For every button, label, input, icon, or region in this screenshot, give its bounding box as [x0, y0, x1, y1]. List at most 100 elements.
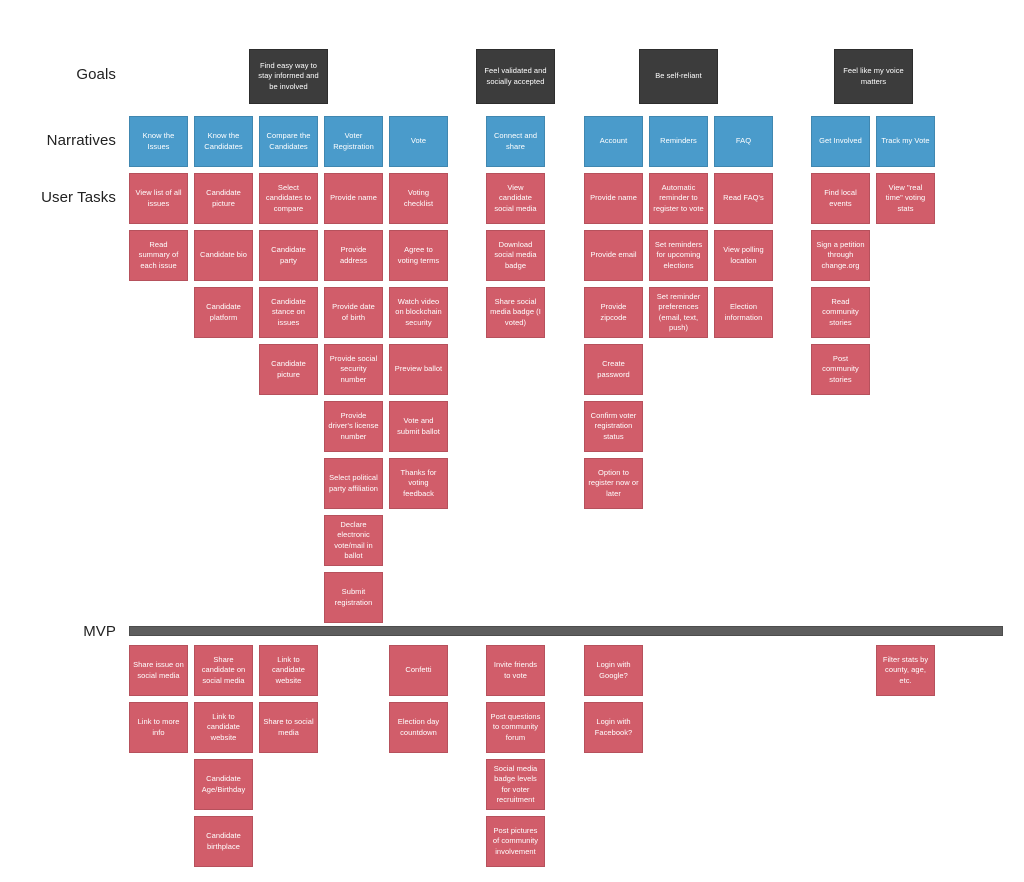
user-task-card[interactable]: Download social media badge	[486, 230, 545, 281]
narrative-card[interactable]: Reminders	[649, 116, 708, 167]
user-task-card-label: Read community stories	[822, 296, 859, 327]
user-task-card-label: Select political party affiliation	[328, 473, 379, 493]
mvp-task-card[interactable]: Confetti	[389, 645, 448, 696]
user-task-card[interactable]: Provide date of birth	[324, 287, 383, 338]
user-task-card[interactable]: Provide name	[584, 173, 643, 224]
user-task-card[interactable]: Thanks for voting feedback	[389, 458, 448, 509]
user-task-card-label: Candidate platform	[206, 302, 241, 322]
user-task-card[interactable]: Provide email	[584, 230, 643, 281]
user-task-card[interactable]: Find local events	[811, 173, 870, 224]
mvp-task-card[interactable]: Link to more info	[129, 702, 188, 753]
user-task-card[interactable]: Agree to voting terms	[389, 230, 448, 281]
mvp-task-card[interactable]: Login with Facebook?	[584, 702, 643, 753]
mvp-task-card-label: Confetti	[405, 665, 432, 675]
user-task-card[interactable]: Provide social security number	[324, 344, 383, 395]
mvp-task-card[interactable]: Filter stats by county, age, etc.	[876, 645, 935, 696]
mvp-task-card[interactable]: Share to social media	[259, 702, 318, 753]
user-task-card[interactable]: Provide driver's license number	[324, 401, 383, 452]
user-task-card[interactable]: Preview ballot	[389, 344, 448, 395]
mvp-task-card-label: Election day countdown	[397, 717, 440, 737]
user-task-card[interactable]: Provide address	[324, 230, 383, 281]
user-task-card[interactable]: Set reminders for upcoming elections	[649, 230, 708, 281]
user-task-card[interactable]: Set reminder preferences (email, text, p…	[649, 287, 708, 338]
mvp-task-card[interactable]: Social media badge levels for voter recr…	[486, 759, 545, 810]
user-task-card-label: Declare electronic vote/mail in ballot	[334, 519, 373, 561]
user-task-card[interactable]: Candidate picture	[259, 344, 318, 395]
narrative-card[interactable]: Compare the Candidates	[259, 116, 318, 167]
user-task-card[interactable]: Candidate stance on issues	[259, 287, 318, 338]
goal-card[interactable]: Be self-reliant	[639, 49, 718, 104]
narrative-card[interactable]: Know the Candidates	[194, 116, 253, 167]
mvp-task-card[interactable]: Login with Google?	[584, 645, 643, 696]
mvp-task-card-label: Link to more info	[137, 717, 180, 737]
user-task-card[interactable]: Voting checklist	[389, 173, 448, 224]
mvp-task-card[interactable]: Candidate Age/Birthday	[194, 759, 253, 810]
narrative-card[interactable]: Track my Vote	[876, 116, 935, 167]
user-task-card[interactable]: Create password	[584, 344, 643, 395]
narrative-card[interactable]: Connect and share	[486, 116, 545, 167]
user-task-card[interactable]: Candidate platform	[194, 287, 253, 338]
mvp-divider-bar	[129, 626, 1003, 636]
goal-card[interactable]: Find easy way to stay informed and be in…	[249, 49, 328, 104]
user-task-card[interactable]: Automatic reminder to register to vote	[649, 173, 708, 224]
user-task-card[interactable]: Watch video on blockchain security	[389, 287, 448, 338]
mvp-task-card[interactable]: Post questions to community forum	[486, 702, 545, 753]
user-task-card[interactable]: Candidate picture	[194, 173, 253, 224]
narrative-card[interactable]: Know the Issues	[129, 116, 188, 167]
user-task-card[interactable]: Candidate bio	[194, 230, 253, 281]
user-task-card[interactable]: View polling location	[714, 230, 773, 281]
user-task-card[interactable]: View candidate social media	[486, 173, 545, 224]
goal-card-label: Be self-reliant	[655, 71, 702, 81]
user-task-card[interactable]: Submit registration	[324, 572, 383, 623]
user-task-card[interactable]: Candidate party	[259, 230, 318, 281]
user-task-card-label: Find local events	[824, 188, 857, 208]
user-task-card[interactable]: Declare electronic vote/mail in ballot	[324, 515, 383, 566]
user-task-card[interactable]: Read community stories	[811, 287, 870, 338]
narrative-card-label: Know the Candidates	[204, 131, 243, 151]
narrative-card[interactable]: FAQ	[714, 116, 773, 167]
user-task-card[interactable]: View "real time" voting stats	[876, 173, 935, 224]
user-task-card[interactable]: Option to register now or later	[584, 458, 643, 509]
user-task-card-label: Sign a petition through change.org	[816, 239, 865, 270]
user-task-card-label: Read summary of each issue	[138, 239, 179, 270]
user-task-card[interactable]: Read summary of each issue	[129, 230, 188, 281]
narrative-card-label: Voter Registration	[333, 131, 374, 151]
mvp-task-card[interactable]: Link to candidate website	[259, 645, 318, 696]
mvp-task-card[interactable]: Link to candidate website	[194, 702, 253, 753]
mvp-task-card-label: Share issue on social media	[133, 660, 184, 680]
mvp-task-card[interactable]: Share candidate on social media	[194, 645, 253, 696]
narrative-card-label: Know the Issues	[142, 131, 175, 151]
narrative-card-label: FAQ	[735, 136, 752, 146]
user-task-card[interactable]: Sign a petition through change.org	[811, 230, 870, 281]
narrative-card[interactable]: Account	[584, 116, 643, 167]
narrative-card[interactable]: Get Involved	[811, 116, 870, 167]
goal-card-label: Feel validated and socially accepted	[484, 66, 547, 86]
user-task-card[interactable]: Select political party affiliation	[324, 458, 383, 509]
user-task-card-label: Automatic reminder to register to vote	[653, 182, 704, 213]
narrative-card[interactable]: Voter Registration	[324, 116, 383, 167]
user-task-card[interactable]: Election information	[714, 287, 773, 338]
user-task-card[interactable]: Provide name	[324, 173, 383, 224]
user-task-card[interactable]: Share social media badge (I voted)	[486, 287, 545, 338]
user-task-card[interactable]: Vote and submit ballot	[389, 401, 448, 452]
user-task-card[interactable]: Post community stories	[811, 344, 870, 395]
user-task-card[interactable]: View list of all issues	[129, 173, 188, 224]
goal-card[interactable]: Feel validated and socially accepted	[476, 49, 555, 104]
user-task-card[interactable]: Confirm voter registration status	[584, 401, 643, 452]
narrative-card[interactable]: Vote	[389, 116, 448, 167]
mvp-task-card[interactable]: Election day countdown	[389, 702, 448, 753]
mvp-task-card[interactable]: Candidate birthplace	[194, 816, 253, 867]
user-task-card-label: Thanks for voting feedback	[400, 467, 437, 498]
user-task-card[interactable]: Provide zipcode	[584, 287, 643, 338]
goal-card[interactable]: Feel like my voice matters	[834, 49, 913, 104]
mvp-task-card-label: Post questions to community forum	[490, 711, 541, 742]
user-task-card-label: View polling location	[723, 245, 764, 265]
user-task-card[interactable]: Read FAQ's	[714, 173, 773, 224]
user-task-card[interactable]: Select candidates to compare	[259, 173, 318, 224]
user-task-card-label: Provide address	[339, 245, 368, 265]
mvp-task-card[interactable]: Share issue on social media	[129, 645, 188, 696]
user-task-card-label: Provide email	[590, 250, 637, 260]
user-task-card-label: Preview ballot	[394, 364, 443, 374]
mvp-task-card[interactable]: Invite friends to vote	[486, 645, 545, 696]
mvp-task-card[interactable]: Post pictures of community involvement	[486, 816, 545, 867]
